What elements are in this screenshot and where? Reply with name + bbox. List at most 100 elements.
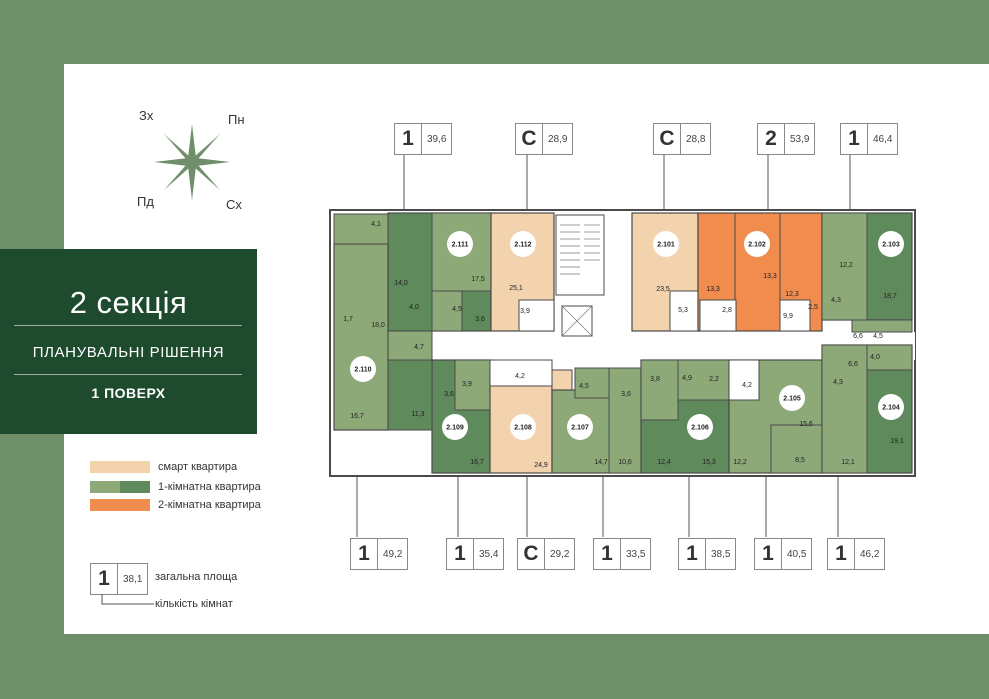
apartment-id-text: 2.111: [452, 242, 469, 249]
apartment-id-circle: [350, 356, 376, 382]
room-area-label: 3,6: [621, 391, 631, 398]
room-area-label: 8,5: [795, 457, 805, 464]
compass-west-label: Зх: [139, 108, 154, 123]
tag-apartment-2-109[interactable]: 1 35,4: [446, 538, 505, 570]
room-area-label: 12,1: [841, 459, 855, 466]
apartment-id-text: 2.102: [748, 242, 766, 249]
compass-north-label: Пн: [228, 112, 245, 127]
apartment-id-text: 2.104: [882, 405, 900, 412]
tag-rooms: 1: [395, 124, 422, 154]
apartment-id-circle: [447, 231, 473, 257]
tag-apartment-2-105[interactable]: 1 40,5: [754, 538, 813, 570]
room-area-label: 4,0: [870, 354, 880, 361]
tag-area: 38,5: [711, 548, 731, 560]
room-area-label: 25,1: [509, 285, 523, 292]
apartment-id-badge[interactable]: 2.106: [687, 414, 713, 440]
apartment-id-badge[interactable]: 2.109: [442, 414, 468, 440]
tag-apartment-2-110[interactable]: 1 49,2: [350, 538, 409, 570]
room-area-label: 4,5: [452, 306, 462, 313]
legend-two-room: 2-кімнатна квартира: [90, 499, 261, 511]
apartment-id-badge[interactable]: 2.101: [653, 231, 679, 257]
tag-rooms: 1: [828, 539, 855, 569]
stair-core: [555, 214, 605, 337]
legend-key-tag: 1 38,1: [90, 563, 149, 595]
compass-east-label: Сх: [226, 197, 242, 212]
room-area-label: 4,1: [371, 221, 381, 228]
apartment-2-107[interactable]: [551, 367, 642, 474]
tag-apartment-2-107[interactable]: 1 33,5: [593, 538, 652, 570]
apartment-id-badge[interactable]: 2.104: [878, 394, 904, 420]
room-area-label: 10,6: [618, 459, 632, 466]
apartment-id-text: 2.110: [354, 367, 371, 374]
tag-rooms: 1: [679, 539, 706, 569]
room-area-label: 17,5: [471, 276, 485, 283]
apartment-2-111-annex: [387, 359, 433, 431]
tag-area: 39,6: [427, 133, 447, 145]
title-divider: [14, 325, 242, 326]
tag-apartment-2-112[interactable]: С 28,9: [515, 123, 574, 155]
apartment-id-circle: [653, 231, 679, 257]
apartment-id-badge[interactable]: 2.111: [447, 231, 473, 257]
title-panel: 2 секція ПЛАНУВАЛЬНІ РІШЕННЯ 1 ПОВЕРХ: [0, 249, 257, 434]
apartment-id-text: 2.112: [514, 242, 531, 249]
apartment-2-106[interactable]: [640, 359, 730, 474]
section-title: 2 секція: [69, 285, 188, 320]
apartment-id-badge[interactable]: 2.103: [878, 231, 904, 257]
apartment-id-text: 2.103: [882, 242, 900, 249]
tag-rooms: С: [516, 124, 543, 154]
tag-area: 35,4: [479, 548, 499, 560]
tag-apartment-2-103[interactable]: 1 46,4: [840, 123, 899, 155]
legend-key-rooms: 1: [91, 564, 118, 594]
legend-smart-label: смарт квартира: [158, 461, 238, 473]
tag-apartment-2-102[interactable]: 2 53,9: [757, 123, 816, 155]
tag-apartment-2-108[interactable]: С 29,2: [517, 538, 576, 570]
room-area-label: 14,7: [594, 459, 608, 466]
apartment-2-103[interactable]: [821, 212, 913, 333]
tag-rooms: С: [518, 539, 545, 569]
room-area-label: 15,6: [799, 421, 813, 428]
room-area-label: 16,7: [470, 459, 484, 466]
apartment-id-text: 2.109: [446, 425, 464, 432]
tag-apartment-2-106[interactable]: 1 38,5: [678, 538, 737, 570]
room-area-label: 18,7: [883, 293, 897, 300]
tag-area: 53,9: [790, 133, 810, 145]
apartment-id-text: 2.101: [657, 242, 675, 249]
room-area-label: 4,5: [579, 383, 589, 390]
room-area-label: 12,4: [657, 459, 671, 466]
legend-one-room-swatch: [90, 481, 150, 493]
tag-rooms: 1: [594, 539, 621, 569]
apartment-2-112[interactable]: [490, 212, 555, 332]
tag-apartment-2-104[interactable]: 1 46,2: [827, 538, 886, 570]
room-area-label: 12,2: [839, 262, 853, 269]
apartment-id-badge[interactable]: 2.112: [510, 231, 536, 257]
room-area-label: 18,0: [371, 322, 385, 329]
tag-area: 28,9: [548, 133, 568, 145]
floor-label: 1 ПОВЕРХ: [91, 385, 166, 401]
tag-apartment-2-101[interactable]: С 28,8: [653, 123, 712, 155]
apartment-2-104[interactable]: [821, 344, 913, 474]
apartment-id-text: 2.107: [571, 425, 589, 432]
apartment-2-110[interactable]: [333, 213, 433, 431]
room-area-label: 9,9: [783, 313, 793, 320]
room-area-label: 2,8: [722, 307, 732, 314]
apartment-id-circle: [442, 414, 468, 440]
apartment-id-text: 2.106: [691, 425, 709, 432]
apartment-id-badge[interactable]: 2.102: [744, 231, 770, 257]
apartment-id-badge[interactable]: 2.105: [779, 385, 805, 411]
room-area-label: 4,2: [742, 382, 752, 389]
room-area-label: 3,6: [475, 316, 485, 323]
apartment-id-badge[interactable]: 2.110: [350, 356, 376, 382]
tag-area: 33,5: [626, 548, 646, 560]
room-area-label: 4,0: [409, 304, 419, 311]
legend-key-bracket: [101, 594, 154, 605]
apartment-id-badge[interactable]: 2.107: [567, 414, 593, 440]
apartment-id-badge[interactable]: 2.108: [510, 414, 536, 440]
room-area-label: 6,6: [853, 333, 863, 340]
compass-rose-icon: [154, 124, 230, 200]
room-area-label: 4,3: [831, 297, 841, 304]
room-area-label: 16,7: [350, 413, 364, 420]
tag-apartment-2-111[interactable]: 1 39,6: [394, 123, 453, 155]
apartment-id-circle: [779, 385, 805, 411]
